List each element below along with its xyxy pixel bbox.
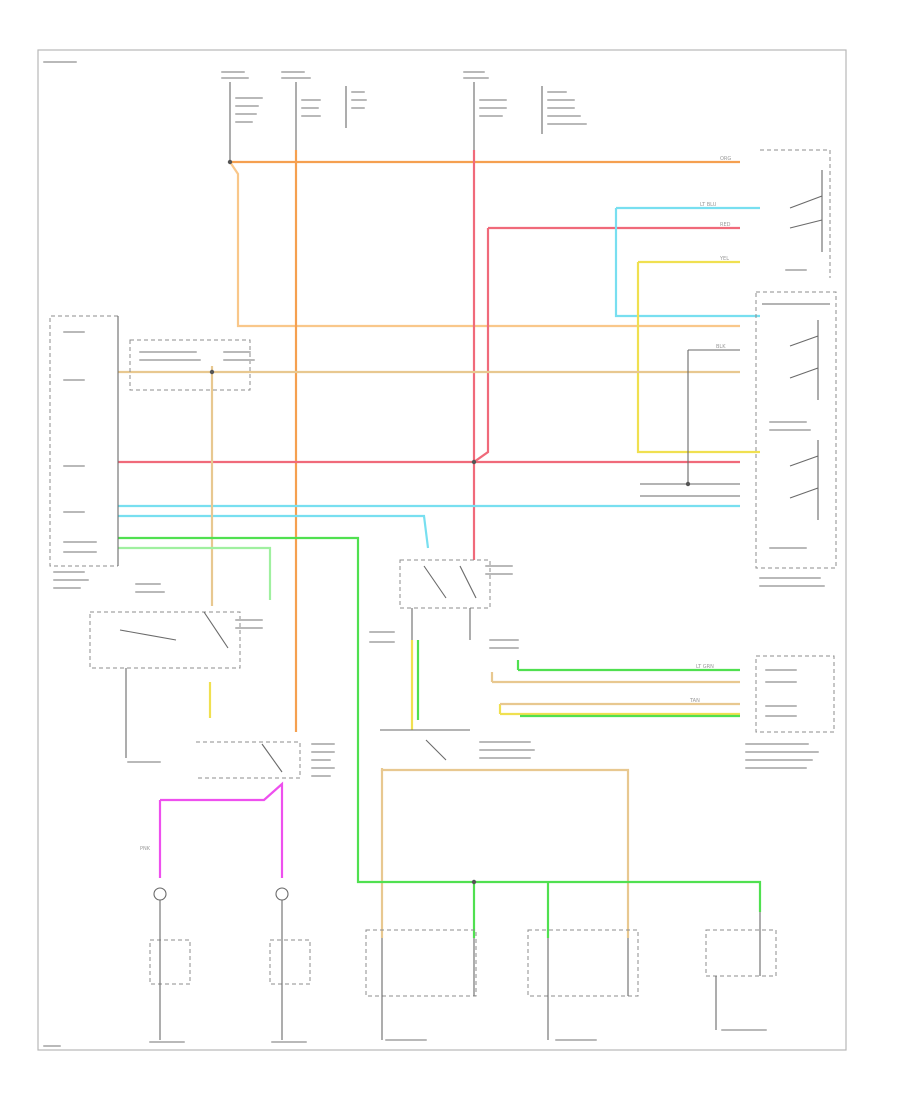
green-circuit: LT GRN <box>118 536 762 938</box>
orange-wire-label: ORG <box>720 156 731 162</box>
splice-tan <box>209 369 215 375</box>
yellow-circuit: YEL <box>208 256 760 730</box>
pink-circuit: PNK <box>140 781 284 878</box>
diagram-frame <box>37 49 847 1051</box>
splice-black <box>685 481 691 487</box>
black-circuit: BLK <box>640 344 740 497</box>
control-module-left <box>49 315 119 589</box>
lamp-right <box>269 887 311 1043</box>
green-wire-label: LT GRN <box>696 664 714 670</box>
splice-red <box>471 459 477 465</box>
headlamp-switch-left <box>89 583 263 763</box>
fuse-group-3 <box>463 71 587 160</box>
relay-left <box>129 339 255 391</box>
center-switch-assembly <box>369 559 535 761</box>
tan-wire-label: TAN <box>689 698 700 704</box>
tan-circuit: TAN <box>118 366 740 938</box>
fuse-group-2 <box>281 71 367 160</box>
cyan-circuit: LT BLU <box>118 202 760 549</box>
yellow-wire-label: YEL <box>719 256 729 262</box>
lamp-left <box>149 887 191 1043</box>
fuse-group-1 <box>221 71 263 160</box>
pink-wire-label: PNK <box>140 846 151 852</box>
connector-module-lower-right <box>745 655 835 769</box>
lamp-group-far-right <box>705 912 777 1031</box>
splice-green <box>471 879 477 885</box>
red-circuit: RED <box>118 150 740 560</box>
black-wire-label: BLK <box>716 344 726 350</box>
switch-module-mid-right <box>755 291 837 587</box>
cyan-wire-label: LT BLU <box>700 202 717 208</box>
orange-circuit: ORG <box>229 150 740 732</box>
splice-orange <box>227 159 233 165</box>
lamp-group-center <box>365 929 477 1041</box>
red-wire-label: RED <box>720 222 731 228</box>
lamp-group-right <box>527 929 639 1041</box>
dimmer-switch <box>196 741 335 779</box>
switch-module-top-right <box>760 149 831 278</box>
